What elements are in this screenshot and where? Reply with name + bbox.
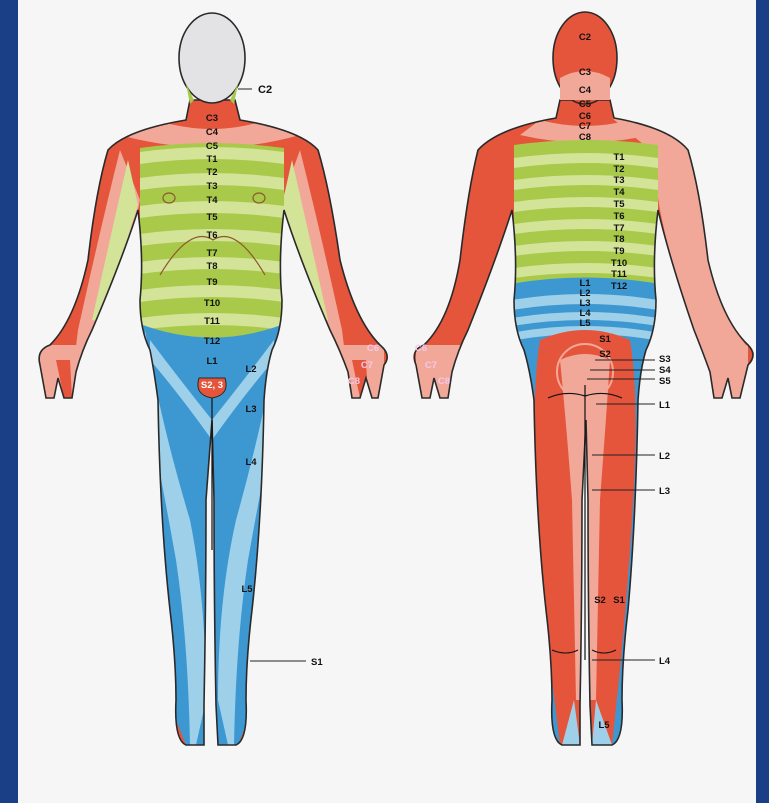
- back-callout-l4: L4: [659, 656, 671, 667]
- front-label-l1: L1: [206, 356, 218, 367]
- back-label-t4: T4: [613, 187, 625, 198]
- back-label-hand-c8: C8: [438, 376, 450, 387]
- front-label-neck-2: C5: [206, 141, 219, 152]
- front-label-l2: L2: [245, 364, 256, 375]
- back-callout-l3: L3: [659, 486, 670, 497]
- front-label-t9: T9: [206, 277, 217, 288]
- back-label-t8: T8: [613, 234, 624, 245]
- back-label-c5: C5: [579, 99, 592, 110]
- front-label-l5: L5: [241, 584, 253, 595]
- front-label-t10: T10: [204, 298, 220, 309]
- front-label-t3: T3: [206, 181, 217, 192]
- front-label-t5: T5: [206, 212, 218, 223]
- back-label-c7: C7: [579, 121, 591, 132]
- back-label-s2: S2: [599, 349, 611, 360]
- front-label-t2: T2: [206, 167, 217, 178]
- back-callout-s3: S3: [659, 354, 671, 365]
- front-label-neck-0: C3: [206, 113, 218, 124]
- front-label-t11: T11: [204, 316, 221, 327]
- back-label-t5: T5: [613, 199, 625, 210]
- back-label-t11: T11: [611, 269, 628, 280]
- front-label-hand-c7: C7: [361, 360, 373, 371]
- back-label-calf-s1: S1: [613, 595, 625, 606]
- front-label-t4: T4: [206, 195, 218, 206]
- front-callout-c2: C2: [258, 84, 272, 96]
- back-label-t10: T10: [611, 258, 627, 269]
- back-label-t7: T7: [613, 223, 624, 234]
- back-label-foot-l5: L5: [598, 720, 610, 731]
- front-label-groin: S2, 3: [201, 380, 223, 391]
- back-thoracic-bands: [514, 140, 658, 295]
- back-label-calf-s2: S2: [594, 595, 606, 606]
- back-label-t6: T6: [613, 211, 624, 222]
- back-callout-l1: L1: [659, 400, 671, 411]
- back-label-t3: T3: [613, 175, 624, 186]
- front-label-l4: L4: [245, 457, 257, 468]
- back-label-l5: L5: [579, 318, 591, 329]
- front-label-neck-1: C4: [206, 127, 219, 138]
- front-label-t6: T6: [206, 230, 217, 241]
- back-label-c8: C8: [579, 132, 591, 143]
- back-callout-s5: S5: [659, 376, 671, 387]
- front-head: [179, 13, 245, 103]
- back-label-c3: C3: [579, 67, 591, 78]
- back-label-c4: C4: [579, 85, 592, 96]
- back-label-hand-c7: C7: [425, 360, 437, 371]
- back-label-hand-c6: C6: [415, 343, 427, 354]
- back-label-t2: T2: [613, 164, 624, 175]
- back-label-head: C2: [579, 32, 591, 43]
- front-label-t8: T8: [206, 261, 217, 272]
- front-callout-s1: S1: [311, 657, 323, 668]
- front-label-l3: L3: [245, 404, 256, 415]
- back-label-s1: S1: [599, 334, 611, 345]
- back-callout-l2: L2: [659, 451, 670, 462]
- front-label-t1: T1: [206, 154, 218, 165]
- front-label-t12: T12: [204, 336, 220, 347]
- back-label-t9: T9: [613, 246, 624, 257]
- back-label-t1: T1: [613, 152, 625, 163]
- back-label-t12: T12: [611, 281, 627, 292]
- front-label-hand-c6: C6: [367, 343, 379, 354]
- back-callout-s4: S4: [659, 365, 671, 376]
- front-label-hand-c8: C8: [348, 376, 360, 387]
- front-label-t7: T7: [206, 248, 217, 259]
